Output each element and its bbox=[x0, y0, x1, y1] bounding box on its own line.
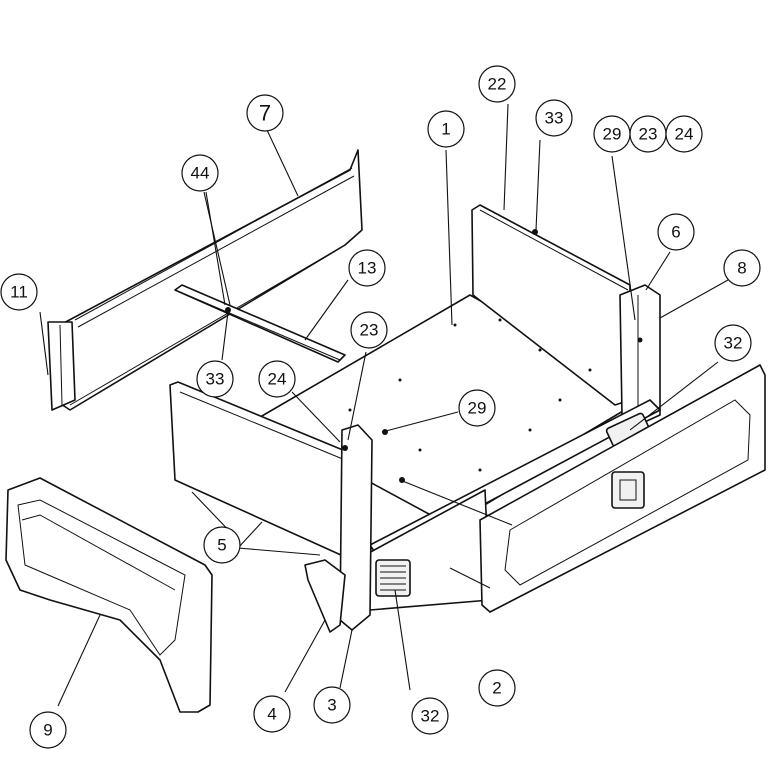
callout-2: 2 bbox=[478, 669, 516, 707]
callout-4: 4 bbox=[253, 695, 291, 733]
svg-text:5: 5 bbox=[217, 536, 226, 555]
part-small-bracket bbox=[304, 559, 346, 633]
svg-text:32: 32 bbox=[421, 707, 440, 726]
callout-1: 1 bbox=[427, 110, 465, 148]
svg-text:3: 3 bbox=[327, 696, 336, 715]
svg-text:22: 22 bbox=[488, 75, 507, 94]
svg-text:7: 7 bbox=[259, 101, 271, 126]
callout-6: 6 bbox=[657, 213, 695, 251]
callout-24-left: 24 bbox=[258, 360, 296, 398]
svg-text:44: 44 bbox=[191, 164, 210, 183]
svg-text:1: 1 bbox=[441, 120, 450, 139]
callout-9: 9 bbox=[29, 711, 67, 749]
svg-text:24: 24 bbox=[268, 370, 287, 389]
svg-text:32: 32 bbox=[724, 334, 743, 353]
callout-11: 11 bbox=[0, 273, 38, 311]
leader-lines bbox=[39, 103, 729, 707]
svg-text:2: 2 bbox=[492, 679, 501, 698]
svg-text:23: 23 bbox=[639, 125, 658, 144]
svg-text:29: 29 bbox=[603, 125, 622, 144]
part-end-bracket bbox=[47, 321, 76, 411]
svg-text:6: 6 bbox=[671, 223, 680, 242]
part-tailgate bbox=[479, 364, 766, 613]
svg-text:4: 4 bbox=[267, 705, 276, 724]
part-rear-post bbox=[339, 424, 373, 631]
svg-text:23: 23 bbox=[360, 321, 379, 340]
fastener-holes bbox=[225, 229, 643, 483]
svg-text:29: 29 bbox=[468, 399, 487, 418]
callout-24-right: 24 bbox=[665, 115, 703, 153]
callout-23-right: 23 bbox=[629, 115, 667, 153]
part-rear-fender bbox=[5, 477, 213, 713]
callout-5: 5 bbox=[203, 526, 241, 564]
callout-33-left: 33 bbox=[196, 360, 234, 398]
svg-text:9: 9 bbox=[43, 721, 52, 740]
part-vent-rear bbox=[375, 559, 411, 597]
svg-text:11: 11 bbox=[10, 283, 28, 302]
callout-32-right: 32 bbox=[714, 324, 752, 362]
svg-text:24: 24 bbox=[675, 125, 694, 144]
callout-29-middle: 29 bbox=[458, 389, 496, 427]
svg-text:13: 13 bbox=[358, 259, 377, 278]
callout-32-bottom: 32 bbox=[411, 697, 449, 735]
callout-13: 13 bbox=[348, 249, 386, 287]
callout-44: 44 bbox=[181, 154, 219, 192]
callout-33-top: 33 bbox=[535, 99, 573, 137]
svg-text:8: 8 bbox=[737, 259, 746, 278]
callout-8: 8 bbox=[723, 249, 761, 287]
callout-3: 3 bbox=[313, 686, 351, 724]
callout-7: 7 bbox=[246, 94, 284, 132]
callout-23-left: 23 bbox=[350, 311, 388, 349]
part-angle-brace bbox=[174, 284, 346, 363]
callout-29-top: 29 bbox=[593, 115, 631, 153]
callout-22: 22 bbox=[478, 65, 516, 103]
svg-text:33: 33 bbox=[206, 370, 225, 389]
svg-text:33: 33 bbox=[545, 109, 564, 128]
